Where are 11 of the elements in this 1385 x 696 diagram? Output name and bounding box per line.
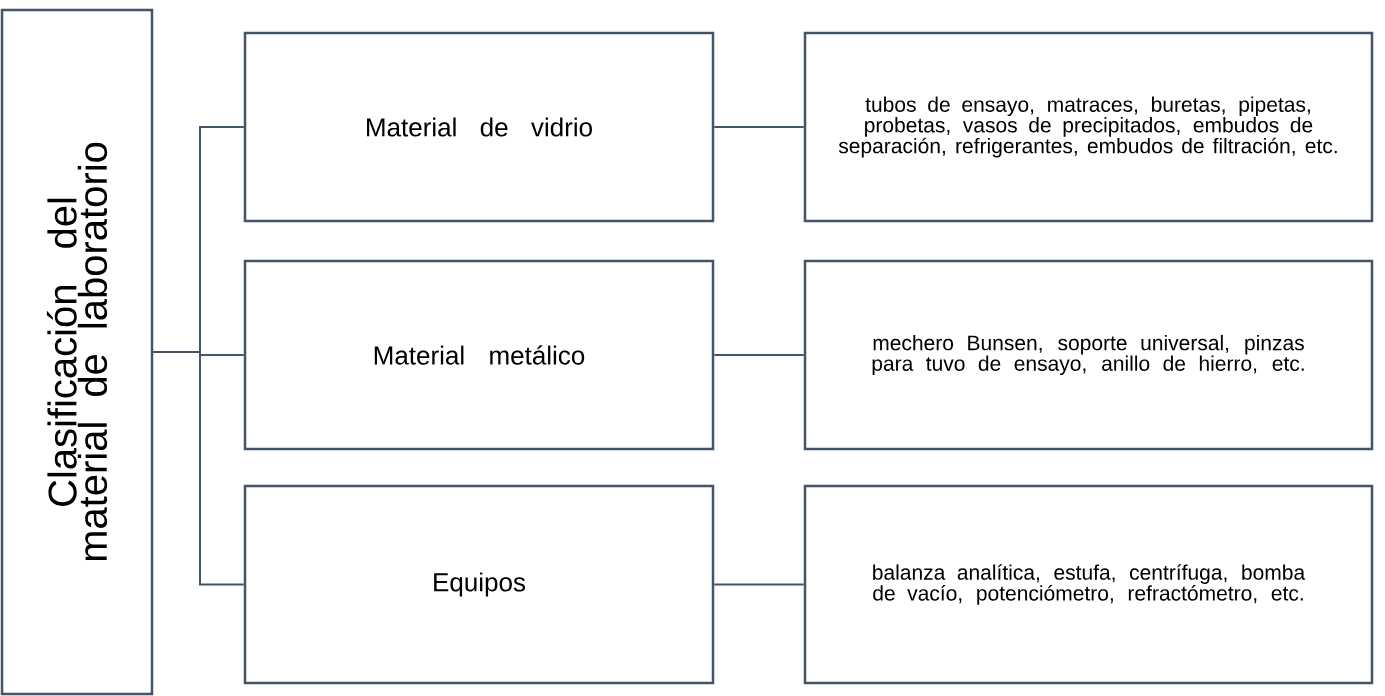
examples-box: mechero Bunsen, soporte universal, pinzas para tuvo de ensayo, anillo de hierro, etc.	[803, 259, 1374, 451]
connector-line	[713, 126, 805, 128]
category-box: Equipos	[243, 484, 715, 685]
category-box: Material de vidrio	[243, 31, 715, 223]
connector-line	[152, 351, 245, 586]
connector-line	[713, 583, 805, 586]
examples-box: tubos de ensayo, matraces, buretas, pipetas, probetas, vasos de precipitados, embudos de separación, refrigerantes, embudos de filtración, etc.	[803, 31, 1374, 223]
examples-box: balanza analítica, estufa, centrífuga, bomba de vacío, potenciómetro, refractómetro, etc.	[803, 484, 1374, 685]
connector-line	[713, 354, 805, 356]
title-box: Clasificación del material de laboratorio	[0, 8, 154, 696]
category-box: Material metálico	[243, 259, 715, 451]
